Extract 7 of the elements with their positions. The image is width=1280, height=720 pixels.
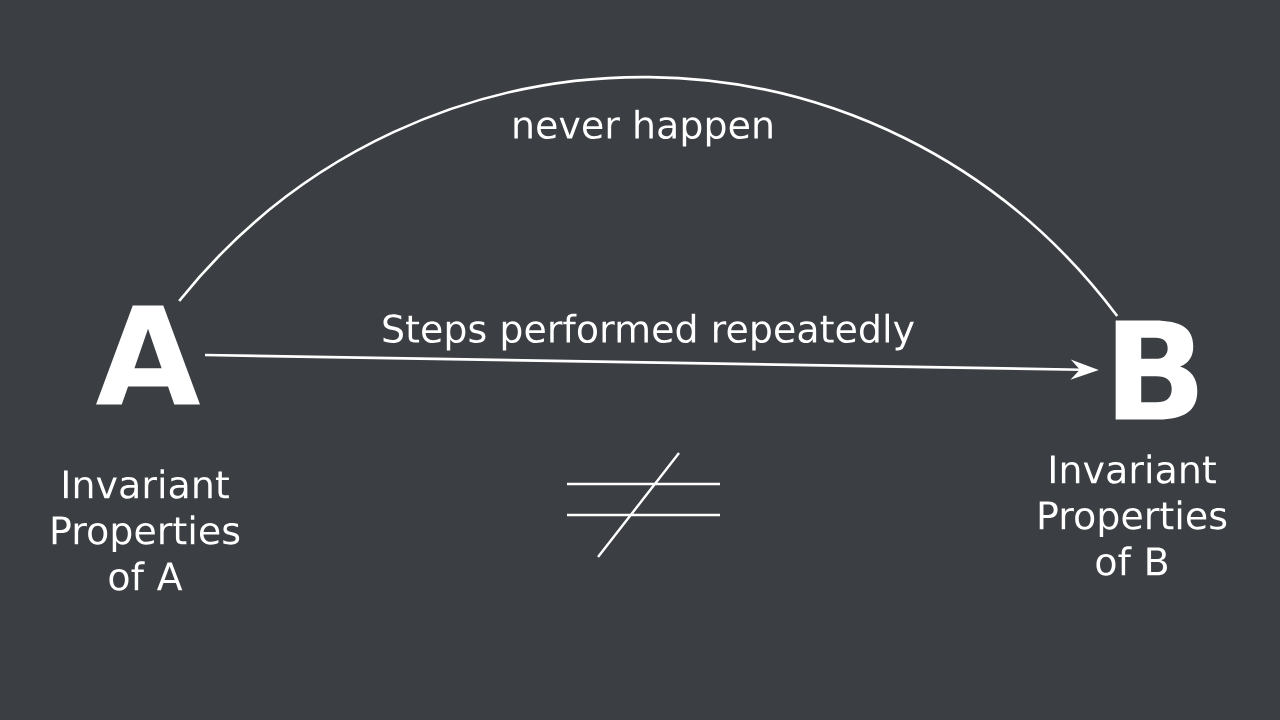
- node-label: Invariant Properties of B: [1039, 454, 1227, 576]
- edge-label: never happen: [506, 105, 780, 151]
- arc-line: [178, 76, 1119, 317]
- letter-label: A: [96, 305, 200, 405]
- edge-label: Steps performed repeatedly: [376, 309, 920, 355]
- node-label: Invariant Properties of A: [52, 469, 240, 591]
- letter-label: B: [1115, 320, 1198, 420]
